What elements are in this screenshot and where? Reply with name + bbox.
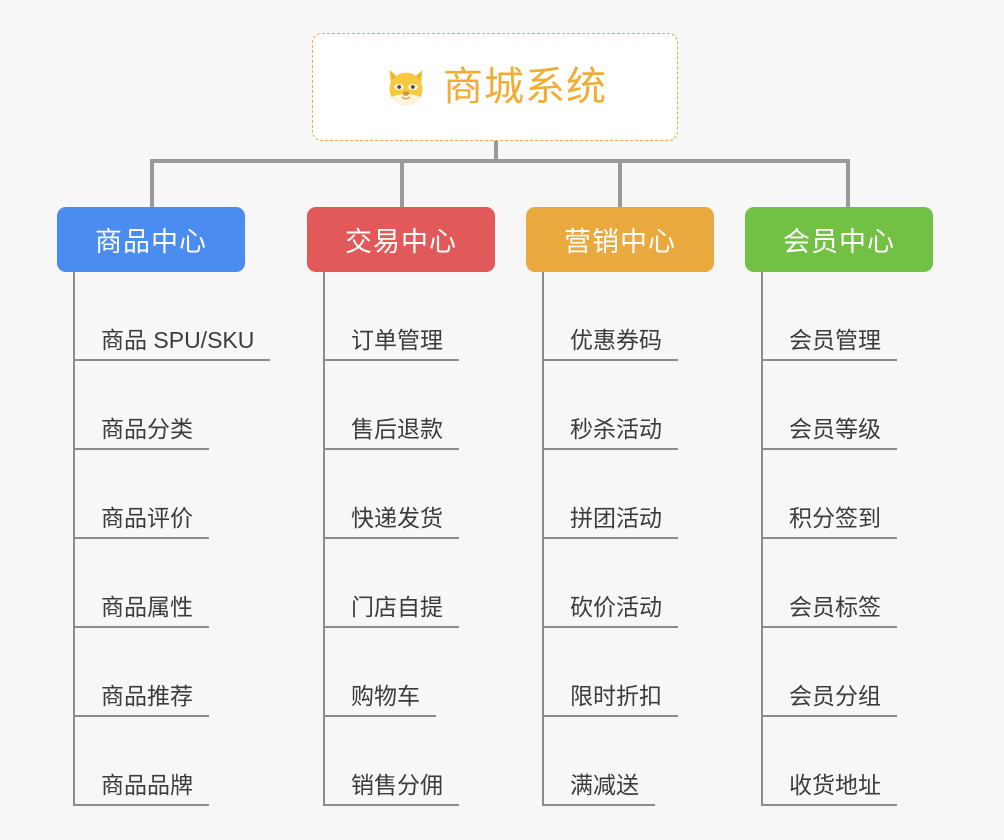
list-item[interactable]: 砍价活动 [542, 539, 678, 628]
leaf-label: 商品品牌 [73, 772, 209, 806]
list-item[interactable]: 会员管理 [761, 272, 897, 361]
list-item[interactable]: 积分签到 [761, 450, 897, 539]
leaf-list-trade-center: 订单管理 售后退款 快递发货 门店自提 购物车 销售分佣 [323, 272, 459, 806]
branch-marketing-center: 营销中心 优惠券码 秒杀活动 拼团活动 砍价活动 限时折扣 满减送 [526, 207, 714, 806]
list-item[interactable]: 购物车 [323, 628, 459, 717]
branch-trade-center: 交易中心 订单管理 售后退款 快递发货 门店自提 购物车 销售分佣 [307, 207, 495, 806]
list-item[interactable]: 会员标签 [761, 539, 897, 628]
branch-header-label: 交易中心 [345, 227, 457, 257]
branch-member-center: 会员中心 会员管理 会员等级 积分签到 会员标签 会员分组 收货地址 [745, 207, 933, 806]
leaf-label: 商品分类 [73, 416, 209, 450]
list-item[interactable]: 满减送 [542, 717, 678, 806]
leaf-label: 商品推荐 [73, 683, 209, 717]
leaf-label: 秒杀活动 [542, 416, 678, 450]
branch-product-center: 商品中心 商品 SPU/SKU 商品分类 商品评价 商品属性 商品推荐 商品品牌 [57, 207, 271, 806]
branch-trunk [761, 272, 763, 806]
connector-horizontal-bus [150, 159, 850, 163]
leaf-label: 商品属性 [73, 594, 209, 628]
leaf-label: 会员标签 [761, 594, 897, 628]
connector-drop-1 [150, 159, 154, 208]
list-item[interactable]: 商品评价 [73, 450, 270, 539]
list-item[interactable]: 销售分佣 [323, 717, 459, 806]
list-item[interactable]: 商品属性 [73, 539, 270, 628]
connector-drop-2 [400, 159, 404, 208]
leaf-label: 商品评价 [73, 505, 209, 539]
list-item[interactable]: 订单管理 [323, 272, 459, 361]
list-item[interactable]: 快递发货 [323, 450, 459, 539]
branch-trunk [323, 272, 325, 806]
branch-header-member-center[interactable]: 会员中心 [745, 207, 933, 272]
shiba-dog-face-icon [383, 64, 429, 110]
branch-trunk [542, 272, 544, 806]
leaf-label: 砍价活动 [542, 594, 678, 628]
branch-header-trade-center[interactable]: 交易中心 [307, 207, 495, 272]
connector-root-stem [494, 141, 498, 162]
list-item[interactable]: 会员等级 [761, 361, 897, 450]
list-item[interactable]: 售后退款 [323, 361, 459, 450]
leaf-label: 快递发货 [323, 505, 459, 539]
list-item[interactable]: 商品品牌 [73, 717, 270, 806]
branch-trunk [73, 272, 75, 806]
leaf-label: 限时折扣 [542, 683, 678, 717]
leaf-label: 商品 SPU/SKU [73, 327, 271, 361]
connector-drop-3 [618, 159, 622, 208]
list-item[interactable]: 优惠券码 [542, 272, 678, 361]
leaf-label: 拼团活动 [542, 505, 678, 539]
connector-drop-4 [846, 159, 850, 208]
leaf-label: 购物车 [323, 683, 436, 717]
leaf-label: 积分签到 [761, 505, 897, 539]
list-item[interactable]: 会员分组 [761, 628, 897, 717]
leaf-label: 门店自提 [323, 594, 459, 628]
branch-header-marketing-center[interactable]: 营销中心 [526, 207, 714, 272]
leaf-label: 优惠券码 [542, 327, 678, 361]
leaf-label: 售后退款 [323, 416, 459, 450]
leaf-list-marketing-center: 优惠券码 秒杀活动 拼团活动 砍价活动 限时折扣 满减送 [542, 272, 678, 806]
branch-header-label: 商品中心 [95, 227, 207, 257]
leaf-label: 会员分组 [761, 683, 897, 717]
list-item[interactable]: 商品 SPU/SKU [73, 272, 271, 361]
branch-header-label: 会员中心 [783, 227, 895, 257]
leaf-label: 满减送 [542, 772, 655, 806]
leaf-list-member-center: 会员管理 会员等级 积分签到 会员标签 会员分组 收货地址 [761, 272, 897, 806]
list-item[interactable]: 商品推荐 [73, 628, 270, 717]
list-item[interactable]: 商品分类 [73, 361, 270, 450]
list-item[interactable]: 门店自提 [323, 539, 459, 628]
leaf-label: 订单管理 [323, 327, 459, 361]
branch-header-product-center[interactable]: 商品中心 [57, 207, 245, 272]
leaf-label: 收货地址 [761, 772, 897, 806]
leaf-list-product-center: 商品 SPU/SKU 商品分类 商品评价 商品属性 商品推荐 商品品牌 [73, 272, 271, 806]
list-item[interactable]: 秒杀活动 [542, 361, 678, 450]
leaf-label: 会员等级 [761, 416, 897, 450]
root-title: 商城系统 [443, 65, 607, 109]
list-item[interactable]: 拼团活动 [542, 450, 678, 539]
leaf-label: 会员管理 [761, 327, 897, 361]
list-item[interactable]: 限时折扣 [542, 628, 678, 717]
root-node[interactable]: 商城系统 [312, 33, 678, 141]
list-item[interactable]: 收货地址 [761, 717, 897, 806]
leaf-label: 销售分佣 [323, 772, 459, 806]
branch-header-label: 营销中心 [564, 227, 676, 257]
